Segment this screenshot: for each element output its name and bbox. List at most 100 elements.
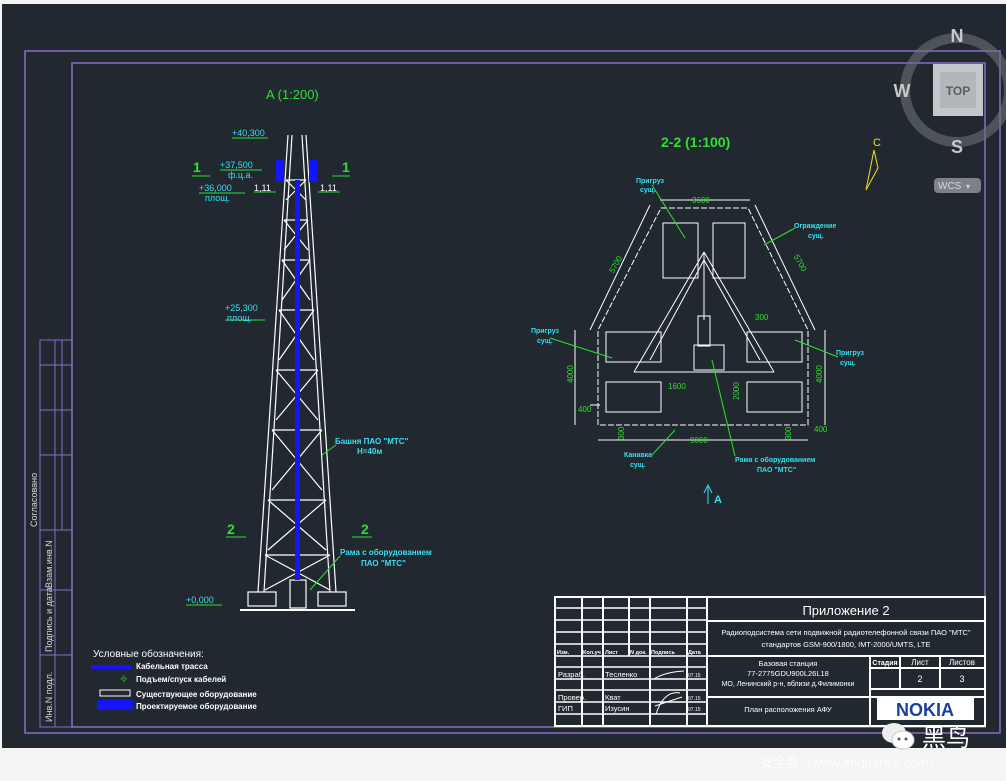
svg-text:Лист: Лист — [605, 650, 618, 656]
viewcube-top[interactable]: TOP — [946, 84, 970, 98]
counterweight-left-label-2: сущ. — [537, 338, 553, 345]
stamp-sign-date: Подпись и дата — [44, 587, 54, 652]
section-1-left: 1 — [193, 159, 201, 175]
svg-text:Подпись: Подпись — [651, 650, 675, 656]
stamp-agreed: Согласовано — [29, 473, 39, 527]
appendix-title: Приложение 2 — [802, 603, 889, 618]
north-arrow-icon — [865, 149, 879, 191]
brand-watermark: 黑鸟 — [922, 725, 970, 752]
cad-viewport[interactable]: Согласовано Взам.инв.N Подпись и дата Ин… — [2, 4, 1006, 748]
sheet-number: 2 — [917, 674, 922, 684]
plan-leaders — [549, 184, 839, 457]
svg-text:400: 400 — [814, 425, 828, 434]
level-37500: +37,500 — [220, 160, 253, 170]
level-40300: +40,300 — [232, 128, 265, 138]
svg-text:2000: 2000 — [732, 382, 741, 400]
outer-frame — [24, 50, 1001, 734]
counterweight-right-label: Пригруз — [836, 350, 865, 357]
section-1-right: 1 — [342, 159, 350, 175]
fence-label: Ограждение — [794, 223, 836, 230]
plan-title: 2-2 (1:100) — [661, 134, 730, 150]
counterweight-top-label: Пригруз — [636, 178, 665, 185]
wechat-icon — [882, 723, 915, 750]
station-line-1: Базовая станция — [759, 659, 818, 668]
tower-height-label: H=40м — [357, 447, 382, 456]
legend-title: Условные обозначения: — [93, 648, 204, 660]
level-0000: +0,000 — [186, 595, 214, 605]
svg-text:300: 300 — [755, 313, 769, 322]
level-37500-note: ф.ц.а. — [228, 170, 253, 180]
stage-label: Стадия — [872, 660, 897, 667]
svg-text:07.15: 07.15 — [688, 696, 701, 702]
wcs-menu[interactable]: WCS ▾ — [934, 178, 981, 193]
station-line-3: МО, Ленинский р-н, вблизи д.Филимонки — [722, 680, 855, 688]
offset-left: 1,11 — [254, 183, 271, 193]
svg-text:300: 300 — [617, 426, 626, 440]
description-line-2: стандартов GSM-900/1800, IMT-2000/UMTS, … — [762, 640, 931, 649]
plan-dimensions: 3600 5700 5700 4000 4000 300 1600 2000 4… — [566, 196, 828, 445]
side-stamp — [39, 339, 73, 728]
site-plan — [574, 199, 826, 441]
sheet-label: Лист — [911, 658, 929, 667]
stamp-inv-orig: Инв.N подл. — [44, 672, 54, 722]
wcs-label[interactable]: WCS — [938, 181, 962, 192]
legend-cable-swatch — [91, 665, 131, 669]
ditch-label: Канавка — [624, 452, 652, 459]
legend-item-projected: Проектируемое оборудование — [136, 702, 257, 711]
compass-n[interactable]: N — [951, 26, 964, 46]
level-25300: +25,300 — [225, 303, 258, 313]
counterweight-top-label-2: сущ. — [640, 187, 656, 194]
level-36000-note: площ. — [205, 193, 230, 203]
sheets-label: Листов — [949, 658, 975, 667]
legend-projected-swatch — [97, 700, 133, 710]
svg-text:N док.: N док. — [630, 650, 647, 656]
antenna-left — [276, 160, 284, 182]
legend-item-existing: Существующее оборудование — [136, 690, 257, 699]
svg-text:4000: 4000 — [815, 365, 824, 383]
description-line-1: Радиоподсистема сети подвижной радиотеле… — [721, 628, 971, 637]
north-label: С — [873, 137, 881, 149]
legend-item-cable: Кабельная трасса — [136, 662, 208, 671]
svg-text:Кват: Кват — [605, 693, 621, 702]
section-2-right: 2 — [361, 521, 369, 537]
svg-text:Изм.: Изм. — [557, 650, 570, 656]
chevron-down-icon[interactable]: ▾ — [966, 182, 970, 191]
elevation-title: A (1:200) — [266, 87, 319, 102]
compass-w[interactable]: W — [894, 81, 911, 101]
svg-text:ГИП: ГИП — [558, 704, 573, 713]
title-block — [554, 596, 986, 727]
compass-s[interactable]: S — [951, 137, 963, 157]
svg-text:Изусин: Изусин — [605, 704, 630, 713]
view-arrow-label: A — [714, 494, 722, 506]
frame-label-2: ПАО "МТС" — [361, 559, 406, 568]
signature-marks — [653, 670, 685, 715]
sheets-count: 3 — [959, 674, 964, 684]
level-25300-note: площ. — [227, 313, 252, 323]
svg-text:5700: 5700 — [792, 253, 809, 273]
view-arrow-icon — [703, 483, 713, 504]
stamp-replace-inv: Взам.инв.N — [44, 540, 54, 588]
station-line-2: 77-2775GDU900L26L18 — [747, 669, 829, 678]
svg-text:400: 400 — [578, 405, 592, 414]
svg-text:4000: 4000 — [566, 365, 575, 383]
svg-text:1600: 1600 — [668, 382, 686, 391]
svg-text:3600: 3600 — [692, 196, 710, 205]
svg-text:Провер.: Провер. — [558, 693, 586, 702]
ditch-label-2: сущ. — [630, 462, 646, 469]
section-2-left: 2 — [227, 521, 235, 537]
fence-label-2: сущ. — [808, 233, 824, 240]
nokia-logo: NOKIA — [896, 700, 954, 720]
viewcube[interactable]: TOP N S W — [894, 26, 1006, 157]
svg-text:Разраб.: Разраб. — [558, 670, 585, 679]
offset-right: 1,11 — [320, 183, 337, 193]
plan-frame-label-2: ПАО "МТС" — [757, 467, 796, 474]
svg-text:Кол.уч: Кол.уч — [583, 650, 601, 656]
svg-text:07.15: 07.15 — [688, 673, 701, 679]
counterweight-right-label-2: сущ. — [840, 360, 856, 367]
counterweight-left-label: Пригруз — [531, 328, 560, 335]
site-watermark: 安全客（www.anquanke.com） — [760, 755, 942, 770]
legend-riser-icon: ✥ — [120, 674, 128, 684]
cable-route — [295, 180, 300, 580]
